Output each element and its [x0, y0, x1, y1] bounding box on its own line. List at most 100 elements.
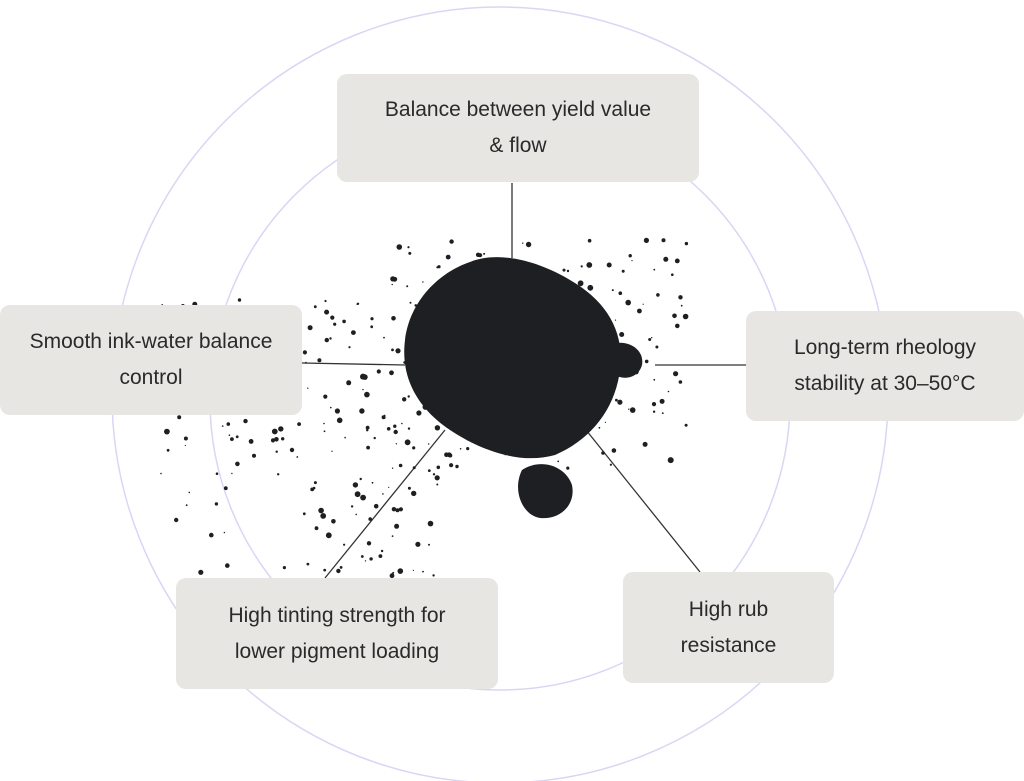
powder-speck: [542, 298, 545, 302]
powder-speck: [522, 242, 524, 244]
powder-speck: [559, 310, 566, 317]
powder-speck: [183, 436, 188, 441]
powder-speck: [317, 358, 322, 363]
powder-speck: [566, 466, 570, 470]
powder-speck: [628, 254, 632, 258]
powder-speck: [373, 436, 376, 440]
powder-speck: [252, 453, 256, 458]
powder-speck: [631, 260, 633, 262]
powder-speck: [504, 454, 506, 456]
powder-speck: [226, 422, 231, 426]
powder-speck: [391, 283, 393, 286]
powder-speck: [406, 285, 409, 288]
feature-box-bottom-right: High rub resistance: [623, 572, 834, 683]
powder-speck: [277, 473, 280, 476]
powder-speck: [414, 335, 416, 337]
powder-speck: [390, 276, 396, 282]
powder-speck: [366, 541, 372, 546]
powder-speck: [552, 442, 555, 446]
powder-speck: [360, 373, 366, 380]
powder-speck: [394, 523, 400, 529]
powder-speck: [529, 322, 533, 326]
powder-speck: [442, 282, 445, 286]
powder-speck: [678, 380, 683, 384]
powder-speck: [493, 384, 499, 389]
powder-speck: [661, 238, 666, 243]
powder-speck: [350, 505, 354, 508]
powder-speck: [509, 362, 513, 366]
powder-speck: [274, 437, 279, 442]
powder-speck: [324, 299, 327, 303]
powder-speck: [661, 412, 664, 415]
powder-speck: [449, 414, 454, 419]
powder-speck: [427, 318, 432, 323]
powder-speck: [382, 493, 384, 495]
powder-speck: [325, 532, 332, 539]
powder-speck: [344, 436, 346, 439]
powder-speck: [422, 404, 429, 410]
powder-speck: [644, 359, 649, 364]
powder-speck: [409, 301, 412, 304]
powder-speck: [671, 273, 674, 277]
powder-speck: [230, 437, 234, 441]
powder-speck: [330, 406, 332, 409]
powder-speck: [642, 441, 648, 447]
powder-speck: [305, 361, 307, 364]
powder-speck: [270, 438, 276, 443]
powder-speck: [455, 464, 459, 469]
powder-speck: [621, 269, 625, 273]
powder-speck: [611, 448, 617, 453]
powder-speck: [185, 504, 188, 507]
powder-speck: [577, 280, 584, 287]
powder-speck: [651, 337, 653, 339]
powder-speck: [617, 399, 623, 405]
powder-speck: [497, 403, 504, 409]
powder-speck: [334, 408, 340, 414]
powder-speck: [684, 241, 689, 246]
powder-speck: [602, 339, 606, 342]
powder-speck: [351, 330, 356, 335]
powder-speck: [381, 415, 386, 420]
powder-speck: [366, 445, 370, 450]
feature-box-left: Smooth ink-water balance control: [0, 305, 302, 415]
powder-speck: [407, 486, 411, 490]
powder-speck: [625, 299, 631, 306]
powder-speck: [271, 428, 278, 435]
powder-speck: [330, 315, 335, 320]
feature-box-bottom-left: High tinting strength for lower pigment …: [176, 578, 498, 689]
powder-speck: [278, 426, 284, 432]
powder-speck: [306, 562, 310, 566]
powder-speck: [348, 346, 351, 349]
powder-speck: [289, 447, 295, 453]
powder-speck: [483, 252, 486, 255]
powder-speck: [562, 361, 567, 366]
powder-speck: [366, 429, 369, 432]
powder-speck: [606, 262, 612, 268]
powder-speck: [648, 338, 652, 341]
powder-speck: [516, 418, 523, 425]
feature-text: High tinting strength for lower pigment …: [228, 603, 446, 663]
powder-speck: [416, 326, 419, 329]
powder-speck: [251, 442, 253, 444]
powder-speck: [607, 333, 610, 336]
powder-speck: [638, 354, 640, 356]
powder-speck: [449, 239, 454, 244]
powder-speck: [461, 356, 465, 359]
feature-text: Balance between yield value & flow: [384, 98, 652, 157]
powder-speck: [359, 477, 362, 481]
powder-speck: [653, 268, 656, 271]
powder-speck: [228, 434, 231, 437]
powder-speck: [395, 443, 398, 445]
powder-speck: [302, 512, 306, 516]
powder-speck: [320, 513, 327, 519]
feature-box-top: Balance between yield value & flow: [337, 74, 699, 182]
powder-speck: [523, 406, 526, 410]
powder-speck: [513, 309, 518, 314]
powder-speck: [333, 322, 337, 326]
powder-speck: [556, 424, 558, 427]
powder-speck: [331, 450, 333, 452]
powder-speck: [499, 371, 502, 374]
powder-speck: [346, 380, 352, 386]
powder-speck: [587, 284, 594, 291]
powder-speck: [380, 549, 384, 553]
